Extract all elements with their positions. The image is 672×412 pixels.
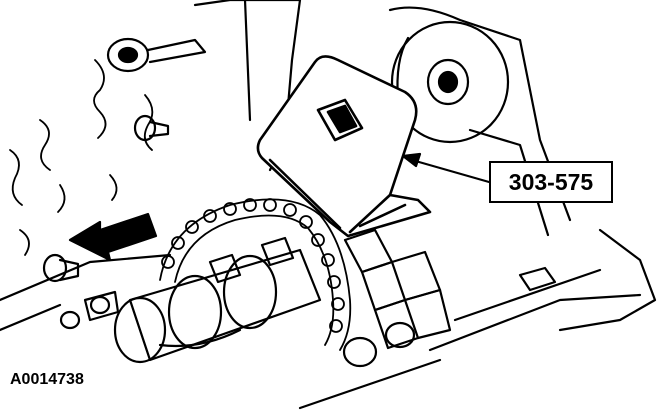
tool-callout-label: 303-575 (489, 161, 613, 203)
direction-arrow-icon (68, 212, 158, 262)
camshaft (113, 236, 322, 364)
camshaft-holding-tool-icon (256, 55, 432, 238)
timing-chain (159, 198, 352, 351)
callout-leader (401, 152, 490, 183)
stud-mid (133, 114, 170, 142)
bolt-upper (106, 37, 207, 73)
bearing-caps (59, 228, 557, 368)
figure-id: A0014738 (10, 371, 84, 388)
stud-lower (42, 253, 80, 283)
casting-texture (9, 59, 154, 256)
